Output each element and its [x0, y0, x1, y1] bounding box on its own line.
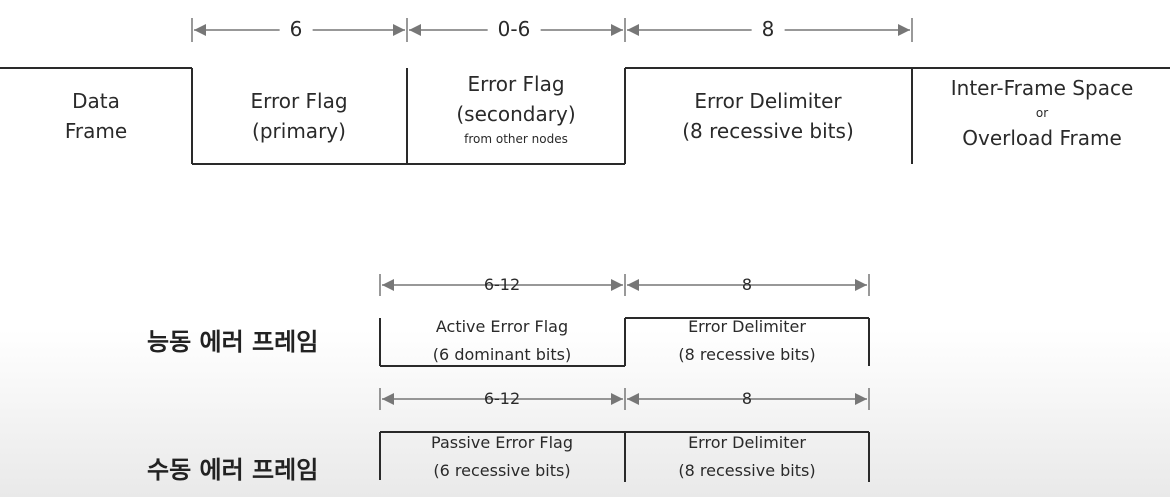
passive-error-delimiter-label: Error Delimiter(8 recessive bits): [678, 433, 816, 480]
active-error-frame-title: 능동 에러 프레임: [147, 328, 319, 356]
active-error-flag-label: Active Error Flag(6 dominant bits): [432, 317, 572, 364]
top-dim-primary: 6: [279, 15, 313, 43]
passive-dim-flag: 6-12: [483, 389, 521, 408]
active-error-delimiter-label: Error Delimiter(8 recessive bits): [678, 317, 816, 364]
passive-dim-delimiter: 8: [741, 389, 753, 408]
active-signal-waveform: [379, 317, 870, 367]
active-dim-flag: 6-12: [483, 275, 521, 294]
active-dimension-lines: [379, 274, 870, 296]
passive-error-frame-title: 수동 에러 프레임: [147, 456, 319, 484]
error-flag-secondary-label: Error Flag(secondary) from other nodes: [456, 72, 576, 146]
error-delimiter-label: Error Delimiter(8 recessive bits): [682, 89, 854, 143]
error-flag-primary-label: Error Flag(primary): [250, 89, 348, 143]
passive-dimension-lines: [379, 388, 870, 410]
top-dim-delimiter: 8: [751, 15, 785, 43]
active-dim-delimiter: 8: [741, 275, 753, 294]
passive-signal-waveform: [379, 431, 870, 482]
passive-error-flag-label: Passive Error Flag(6 recessive bits): [431, 433, 573, 480]
inter-frame-space-label: Inter-Frame Space or Overload Frame: [950, 76, 1134, 150]
top-dim-secondary: 0-6: [487, 15, 541, 43]
top-signal-waveform: [0, 67, 1170, 165]
